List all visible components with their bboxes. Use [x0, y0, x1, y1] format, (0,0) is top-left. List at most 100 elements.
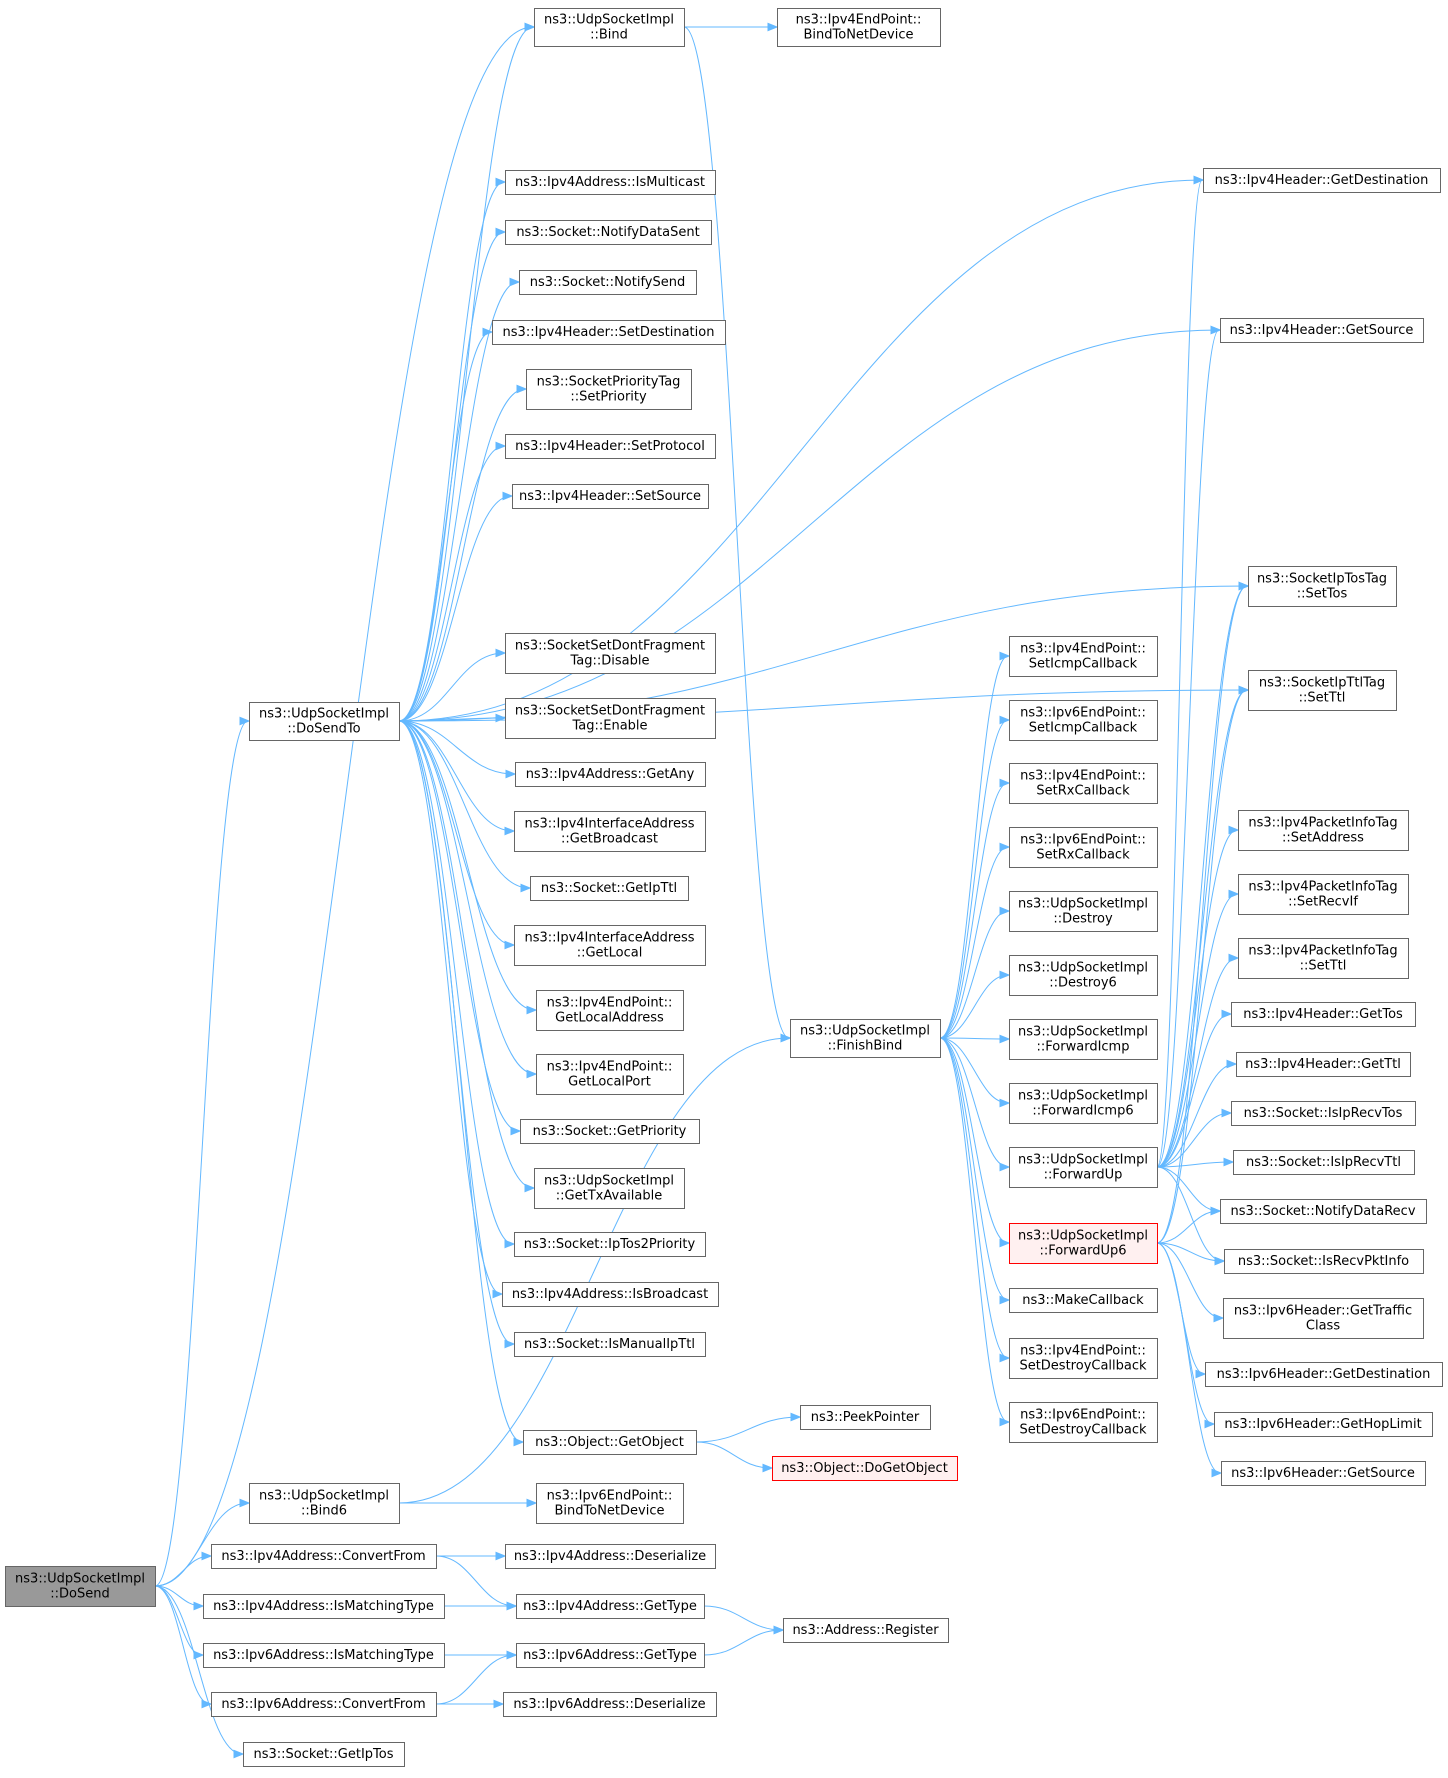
node-label: ns3::Ipv4EndPoint:: — [1020, 769, 1146, 784]
node-v6setdestroy[interactable]: ns3::Ipv6EndPoint::SetDestroyCallback — [1009, 1402, 1158, 1443]
node-v4ismatching[interactable]: ns3::Ipv4Address::IsMatchingType — [203, 1594, 445, 1619]
node-v4deserialize[interactable]: ns3::Ipv4Address::Deserialize — [505, 1544, 716, 1569]
edge-arrowhead — [492, 1289, 504, 1299]
node-ismulticast[interactable]: ns3::Ipv4Address::IsMulticast — [505, 170, 716, 195]
node-getlocal[interactable]: ns3::Ipv4InterfaceAddress::GetLocal — [514, 925, 706, 966]
node-v4setdestroy[interactable]: ns3::Ipv4EndPoint::SetDestroyCallback — [1009, 1338, 1158, 1379]
node-v6convertfrom[interactable]: ns3::Ipv6Address::ConvertFrom — [211, 1692, 437, 1717]
edge-arrowhead — [999, 778, 1011, 788]
node-setprotocol[interactable]: ns3::Ipv4Header::SetProtocol — [505, 434, 716, 459]
edge-arrowhead — [1226, 1059, 1238, 1069]
node-iptos2priority[interactable]: ns3::Socket::IpTos2Priority — [514, 1232, 706, 1257]
edge-forwardup6-to-notifydatarecv — [1156, 1210, 1220, 1244]
node-notifydatarecv[interactable]: ns3::Socket::NotifyDataRecv — [1220, 1199, 1427, 1224]
node-isiprecvtos[interactable]: ns3::Socket::IsIpRecvTos — [1231, 1101, 1416, 1126]
node-v6gethoplimit[interactable]: ns3::Ipv6Header::GetHopLimit — [1214, 1412, 1433, 1437]
node-v6deserialize[interactable]: ns3::Ipv6Address::Deserialize — [503, 1692, 717, 1717]
node-v4hgettos[interactable]: ns3::Ipv4Header::GetTos — [1231, 1002, 1416, 1027]
edge-forwardup-to-v4hgettos — [1156, 1013, 1231, 1168]
node-box — [5, 1566, 156, 1607]
node-forwardicmp6[interactable]: ns3::UdpSocketImpl::ForwardIcmp6 — [1009, 1083, 1158, 1124]
edge-forwardup-to-pisetrecvif — [1156, 893, 1238, 1168]
node-isrecvpktinfo[interactable]: ns3::Socket::IsRecvPktInfo — [1224, 1249, 1424, 1274]
node-getpriority[interactable]: ns3::Socket::GetPriority — [520, 1119, 700, 1144]
node-setdestination[interactable]: ns3::Ipv4Header::SetDestination — [492, 320, 726, 345]
node-v4setrx[interactable]: ns3::Ipv4EndPoint::SetRxCallback — [1009, 763, 1158, 804]
node-v4hgetdest[interactable]: ns3::Ipv4Header::GetDestination — [1203, 168, 1441, 193]
node-label: GetLocalPort — [568, 1075, 651, 1090]
node-bind[interactable]: ns3::UdpSocketImpl::Bind — [534, 8, 685, 47]
node-forwardicmp[interactable]: ns3::UdpSocketImpl::ForwardIcmp — [1009, 1019, 1158, 1060]
node-getany[interactable]: ns3::Ipv4Address::GetAny — [515, 762, 706, 787]
node-isiprecvttl[interactable]: ns3::Socket::IsIpRecvTtl — [1233, 1150, 1415, 1175]
node-box — [777, 8, 941, 47]
node-makecallback[interactable]: ns3::MakeCallback — [1009, 1288, 1158, 1313]
node-box — [514, 925, 706, 966]
node-box — [1009, 700, 1158, 741]
node-peekpointer[interactable]: ns3::PeekPointer — [800, 1405, 931, 1430]
node-finishbind[interactable]: ns3::UdpSocketImpl::FinishBind — [790, 1019, 941, 1058]
node-box — [536, 1483, 684, 1524]
node-v6getdest[interactable]: ns3::Ipv6Header::GetDestination — [1205, 1362, 1443, 1387]
node-register[interactable]: ns3::Address::Register — [783, 1618, 949, 1643]
node-box — [1224, 1249, 1424, 1274]
node-v6setrx[interactable]: ns3::Ipv6EndPoint::SetRxCallback — [1009, 827, 1158, 868]
node-dogetobject[interactable]: ns3::Object::DoGetObject — [772, 1456, 958, 1481]
node-destroy6[interactable]: ns3::UdpSocketImpl::Destroy6 — [1009, 955, 1158, 996]
node-getlocalport[interactable]: ns3::Ipv4EndPoint::GetLocalPort — [536, 1054, 684, 1095]
node-setsource[interactable]: ns3::Ipv4Header::SetSource — [512, 484, 709, 509]
node-label: ns3::Ipv6Header::GetTraffic — [1234, 1304, 1412, 1319]
node-forwardup6[interactable]: ns3::UdpSocketImpl::ForwardUp6 — [1009, 1223, 1158, 1264]
node-getiptos[interactable]: ns3::Socket::GetIpTos — [243, 1742, 405, 1767]
node-isbroadcast[interactable]: ns3::Ipv4Address::IsBroadcast — [502, 1282, 719, 1307]
edge-arrowhead — [504, 940, 516, 950]
node-v6getsource[interactable]: ns3::Ipv6Header::GetSource — [1221, 1461, 1426, 1486]
node-gettxavailable[interactable]: ns3::UdpSocketImpl::GetTxAvailable — [534, 1168, 685, 1209]
node-getlocaladdress[interactable]: ns3::Ipv4EndPoint::GetLocalAddress — [536, 990, 684, 1031]
edge-dosendto-to-notifysend — [398, 281, 519, 722]
node-v6ismatching[interactable]: ns3::Ipv6Address::IsMatchingType — [203, 1643, 445, 1668]
node-v4convertfrom[interactable]: ns3::Ipv4Address::ConvertFrom — [211, 1544, 437, 1569]
node-settos[interactable]: ns3::SocketIpTosTag::SetTos — [1248, 566, 1397, 607]
node-v4hgetttl[interactable]: ns3::Ipv4Header::GetTtl — [1236, 1052, 1411, 1077]
node-getipttl[interactable]: ns3::Socket::GetIpTtl — [530, 876, 689, 901]
node-box — [512, 484, 709, 509]
node-v4gettype[interactable]: ns3::Ipv4Address::GetType — [516, 1594, 705, 1619]
node-v4seticmp[interactable]: ns3::Ipv4EndPoint::SetIcmpCallback — [1009, 636, 1158, 677]
node-dosendto[interactable]: ns3::UdpSocketImpl::DoSendTo — [249, 702, 400, 741]
node-bind6[interactable]: ns3::UdpSocketImpl::Bind6 — [249, 1483, 400, 1524]
node-getobject[interactable]: ns3::Object::GetObject — [523, 1430, 697, 1455]
node-bindtonet4[interactable]: ns3::Ipv4EndPoint::BindToNetDevice — [777, 8, 941, 47]
node-label: ::SetTos — [1297, 587, 1348, 602]
node-label: ns3::Ipv4EndPoint:: — [796, 13, 922, 28]
node-notifysend[interactable]: ns3::Socket::NotifySend — [519, 270, 697, 295]
node-forwardup[interactable]: ns3::UdpSocketImpl::ForwardUp — [1009, 1147, 1158, 1188]
node-destroy[interactable]: ns3::UdpSocketImpl::Destroy — [1009, 891, 1158, 932]
edge-finishbind-to-destroy6 — [939, 974, 1009, 1039]
node-label: ::DoSendTo — [287, 722, 360, 737]
node-ismanualipttl[interactable]: ns3::Socket::IsManualIpTtl — [514, 1332, 706, 1357]
node-label: ::Bind6 — [301, 1504, 347, 1519]
node-pisetrecvif[interactable]: ns3::Ipv4PacketInfoTag::SetRecvIf — [1238, 874, 1409, 915]
node-notifydatasent[interactable]: ns3::Socket::NotifyDataSent — [505, 220, 712, 245]
node-setpriority[interactable]: ns3::SocketPriorityTag::SetPriority — [526, 369, 692, 410]
node-dosend[interactable]: ns3::UdpSocketImpl::DoSend — [5, 1566, 156, 1607]
node-label: ns3::Socket::IpTos2Priority — [524, 1237, 696, 1252]
node-box — [1233, 1150, 1415, 1175]
node-getbroadcast[interactable]: ns3::Ipv4InterfaceAddress::GetBroadcast — [514, 811, 706, 852]
node-bindtonet6[interactable]: ns3::Ipv6EndPoint::BindToNetDevice — [536, 1483, 684, 1524]
node-v4hgetsource[interactable]: ns3::Ipv4Header::GetSource — [1220, 318, 1424, 343]
node-box — [249, 702, 400, 741]
node-pisetttl[interactable]: ns3::Ipv4PacketInfoTag::SetTtl — [1238, 938, 1409, 979]
node-pisetaddress[interactable]: ns3::Ipv4PacketInfoTag::SetAddress — [1238, 810, 1409, 851]
node-box — [1009, 827, 1158, 868]
node-setttl[interactable]: ns3::SocketIpTtlTag::SetTtl — [1248, 670, 1397, 711]
edge-forwardup6-to-v6gettraffic — [1156, 1242, 1223, 1319]
edge-dosendto-to-getany — [398, 720, 515, 775]
node-v6seticmp[interactable]: ns3::Ipv6EndPoint::SetIcmpCallback — [1009, 700, 1158, 741]
node-label: ns3::Ipv4EndPoint:: — [547, 996, 673, 1011]
node-v6gettype[interactable]: ns3::Ipv6Address::GetType — [516, 1643, 705, 1668]
